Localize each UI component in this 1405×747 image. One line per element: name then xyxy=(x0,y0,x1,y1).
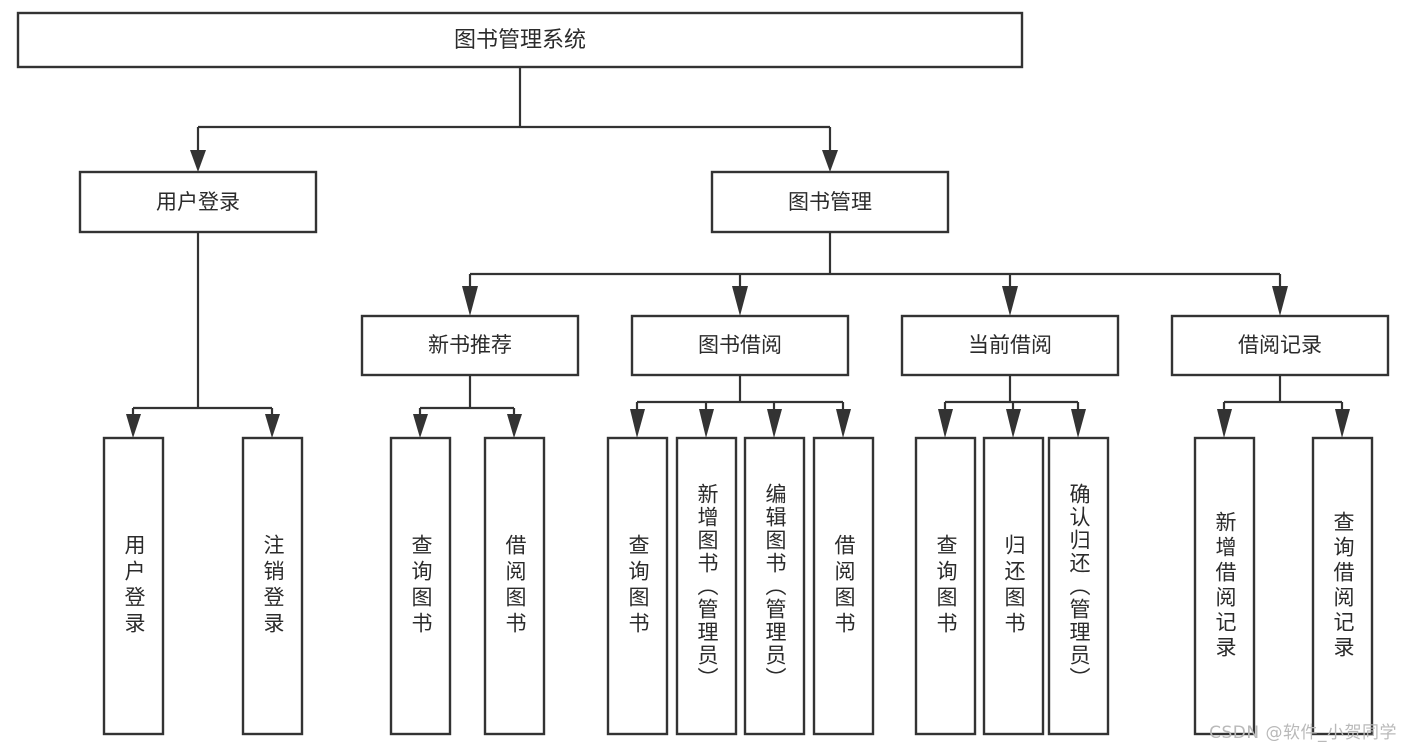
leaf-edit-book-box[interactable] xyxy=(743,436,806,736)
arrow-cb-leaf-1 xyxy=(938,409,953,438)
leaf-box-layer[interactable] xyxy=(102,436,1374,736)
arrow-nbr-leaf-1 xyxy=(413,414,428,438)
node-root-label: 图书管理系统 xyxy=(454,28,586,53)
node-new-book-recommend-label: 新书推荐 xyxy=(428,333,512,357)
leaf-query-book-2-box[interactable] xyxy=(606,436,669,736)
arrow-user-login-leaf-2 xyxy=(265,414,280,438)
node-book-manage-label: 图书管理 xyxy=(788,190,872,214)
watermark: CSDN @软件_小贺同学 xyxy=(1209,723,1397,743)
node-book-borrow-box[interactable] xyxy=(630,314,850,377)
arrow-cb-leaf-3 xyxy=(1071,409,1086,438)
arrow-bb-leaf-2 xyxy=(699,409,714,438)
leaf-query-book-1-box[interactable] xyxy=(389,436,452,736)
node-user-login-label: 用户登录 xyxy=(156,190,240,214)
arrow-nbr-leaf-2 xyxy=(507,414,522,438)
arrow-bm-to-current-borrow xyxy=(1002,286,1018,316)
node-current-borrow[interactable]: 当前借阅 xyxy=(900,314,1120,377)
leaf-confirm-return-box[interactable] xyxy=(1047,436,1110,736)
node-borrow-record-label: 借阅记录 xyxy=(1238,333,1322,357)
node-root-box[interactable] xyxy=(16,11,1024,69)
node-book-manage-box[interactable] xyxy=(710,170,950,234)
leaf-add-borrow-record-box[interactable] xyxy=(1193,436,1256,736)
node-user-login[interactable]: 用户登录 xyxy=(78,170,318,234)
node-borrow-record-box[interactable] xyxy=(1170,314,1390,377)
leaf-add-book-box[interactable] xyxy=(675,436,738,736)
arrow-cb-leaf-2 xyxy=(1006,409,1021,438)
leaf-borrow-book-1-box[interactable] xyxy=(483,436,546,736)
arrow-br-leaf-2 xyxy=(1335,409,1350,438)
arrow-bm-to-borrow-record xyxy=(1272,286,1288,316)
node-book-manage[interactable]: 图书管理 xyxy=(710,170,950,234)
arrow-bm-to-new-book-recommend xyxy=(462,286,478,316)
node-user-login-box[interactable] xyxy=(78,170,318,234)
node-borrow-record[interactable]: 借阅记录 xyxy=(1170,314,1390,377)
arrow-root-to-book-manage xyxy=(822,150,838,172)
arrow-bm-to-book-borrow xyxy=(732,286,748,316)
arrow-br-leaf-1 xyxy=(1217,409,1232,438)
node-book-borrow[interactable]: 图书借阅 xyxy=(630,314,850,377)
arrow-user-login-leaf-1 xyxy=(126,414,141,438)
connector-layer xyxy=(126,67,1350,438)
node-new-book-recommend-box[interactable] xyxy=(360,314,580,377)
leaf-borrow-book-2-box[interactable] xyxy=(812,436,875,736)
node-current-borrow-box[interactable] xyxy=(900,314,1120,377)
leaf-user-login-box[interactable] xyxy=(102,436,165,736)
leaf-logout-login-box[interactable] xyxy=(241,436,304,736)
node-new-book-recommend[interactable]: 新书推荐 xyxy=(360,314,580,377)
arrow-bb-leaf-4 xyxy=(836,409,851,438)
arrow-root-to-user-login xyxy=(190,150,206,172)
node-book-borrow-label: 图书借阅 xyxy=(698,333,782,357)
node-current-borrow-label: 当前借阅 xyxy=(968,333,1052,357)
node-root[interactable]: 图书管理系统 xyxy=(16,11,1024,69)
leaf-query-borrow-record-box[interactable] xyxy=(1311,436,1374,736)
arrow-bb-leaf-3 xyxy=(767,409,782,438)
leaf-query-book-3-box[interactable] xyxy=(914,436,977,736)
arrow-bb-leaf-1 xyxy=(630,409,645,438)
leaf-return-book-box[interactable] xyxy=(982,436,1045,736)
